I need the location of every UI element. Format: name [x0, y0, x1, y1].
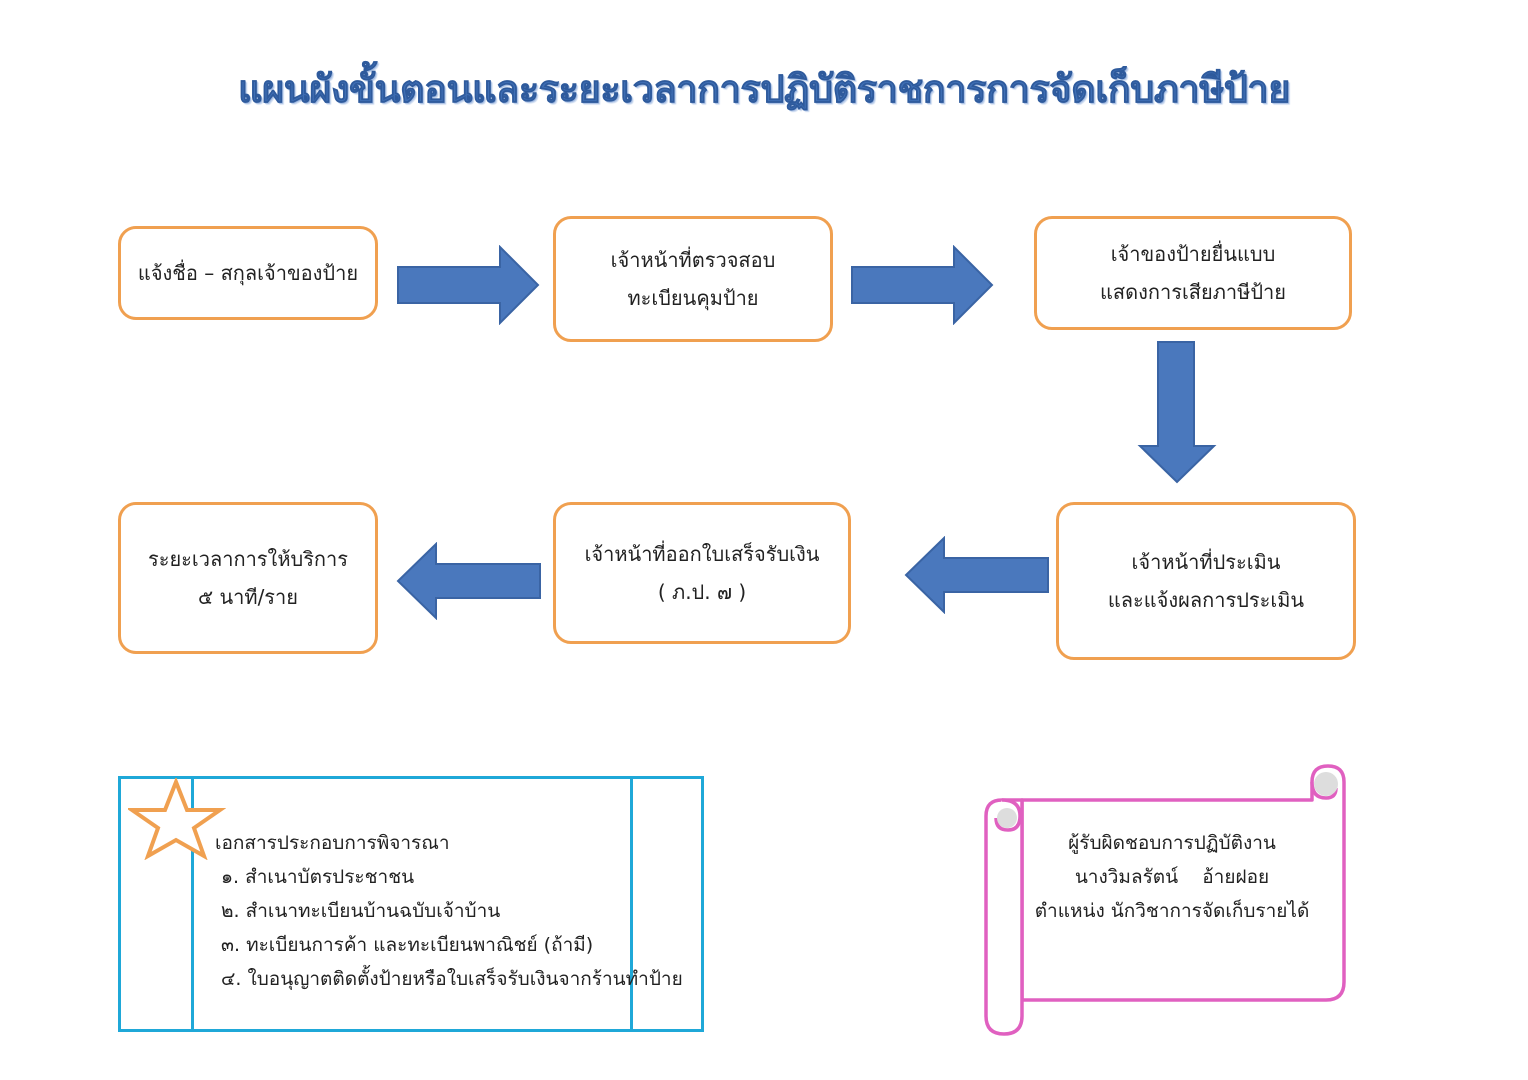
document-item-2: ๒. สำเนาทะเบียนบ้านฉบับเจ้าบ้าน: [221, 900, 501, 922]
step-2-line-2: ทะเบียนคุมป้าย: [627, 286, 759, 310]
scroll-banner: [984, 764, 1346, 1036]
step-2-box: เจ้าหน้าที่ตรวจสอบ ทะเบียนคุมป้าย: [553, 216, 833, 342]
arrow-left-1: [904, 536, 1049, 614]
document-item-3: ๓. ทะเบียนการค้า และทะเบียนพาณิชย์ (ถ้าม…: [221, 934, 594, 956]
arrow-right-1: [397, 245, 540, 325]
arrow-right-2: [851, 245, 994, 325]
responsible-position: ตำแหน่ง นักวิชาการจัดเก็บรายได้: [1034, 900, 1310, 922]
step-5-line-2: ( ภ.ป. ๗ ): [657, 580, 747, 604]
responsible-heading: ผู้รับผิดชอบการปฏิบัติงาน: [1068, 832, 1276, 854]
step-1-text: แจ้งชื่อ – สกุลเจ้าของป้าย: [137, 261, 359, 285]
step-6-line-2: ๕ นาที/ราย: [197, 585, 298, 609]
responsible-info: ผู้รับผิดชอบการปฏิบัติงาน นางวิมลรัตน์ อ…: [1022, 826, 1322, 928]
step-2-line-1: เจ้าหน้าที่ตรวจสอบ: [610, 248, 776, 272]
document-item-1: ๑. สำเนาบัตรประชาชน: [221, 866, 415, 888]
step-3-line-2: แสดงการเสียภาษีป้าย: [1100, 280, 1286, 304]
step-5-box: เจ้าหน้าที่ออกใบเสร็จรับเงิน ( ภ.ป. ๗ ): [553, 502, 851, 644]
step-3-line-1: เจ้าของป้ายยื่นแบบ: [1110, 242, 1276, 266]
step-6-box: ระยะเวลาการให้บริการ ๕ นาที/ราย: [118, 502, 378, 654]
document-item-4: ๔. ใบอนุญาตติดตั้งป้ายหรือใบเสร็จรับเงิน…: [221, 968, 683, 990]
page-title: แผนผังขั้นตอนและระยะเวลาการปฏิบัติราชการ…: [237, 67, 1291, 112]
documents-box: [118, 776, 704, 1032]
documents-list: เอกสารประกอบการพิจารณา ๑. สำเนาบัตรประชา…: [215, 826, 683, 996]
step-4-box: เจ้าหน้าที่ประเมิน และแจ้งผลการประเมิน: [1056, 502, 1356, 660]
documents-divider-left: [191, 779, 194, 1029]
step-1-box: แจ้งชื่อ – สกุลเจ้าของป้าย: [118, 226, 378, 320]
documents-divider-right: [630, 779, 633, 1029]
step-6-line-1: ระยะเวลาการให้บริการ: [147, 547, 349, 571]
step-4-line-1: เจ้าหน้าที่ประเมิน: [1131, 550, 1281, 574]
arrow-down: [1137, 341, 1217, 484]
step-3-box: เจ้าของป้ายยื่นแบบ แสดงการเสียภาษีป้าย: [1034, 216, 1352, 330]
step-5-line-1: เจ้าหน้าที่ออกใบเสร็จรับเงิน: [584, 542, 820, 566]
star-icon: [128, 778, 226, 860]
responsible-name: นางวิมลรัตน์ อ้ายฝอย: [1074, 866, 1270, 888]
arrow-left-2: [396, 542, 541, 620]
step-4-line-2: และแจ้งผลการประเมิน: [1107, 588, 1305, 612]
documents-heading: เอกสารประกอบการพิจารณา: [215, 832, 450, 854]
